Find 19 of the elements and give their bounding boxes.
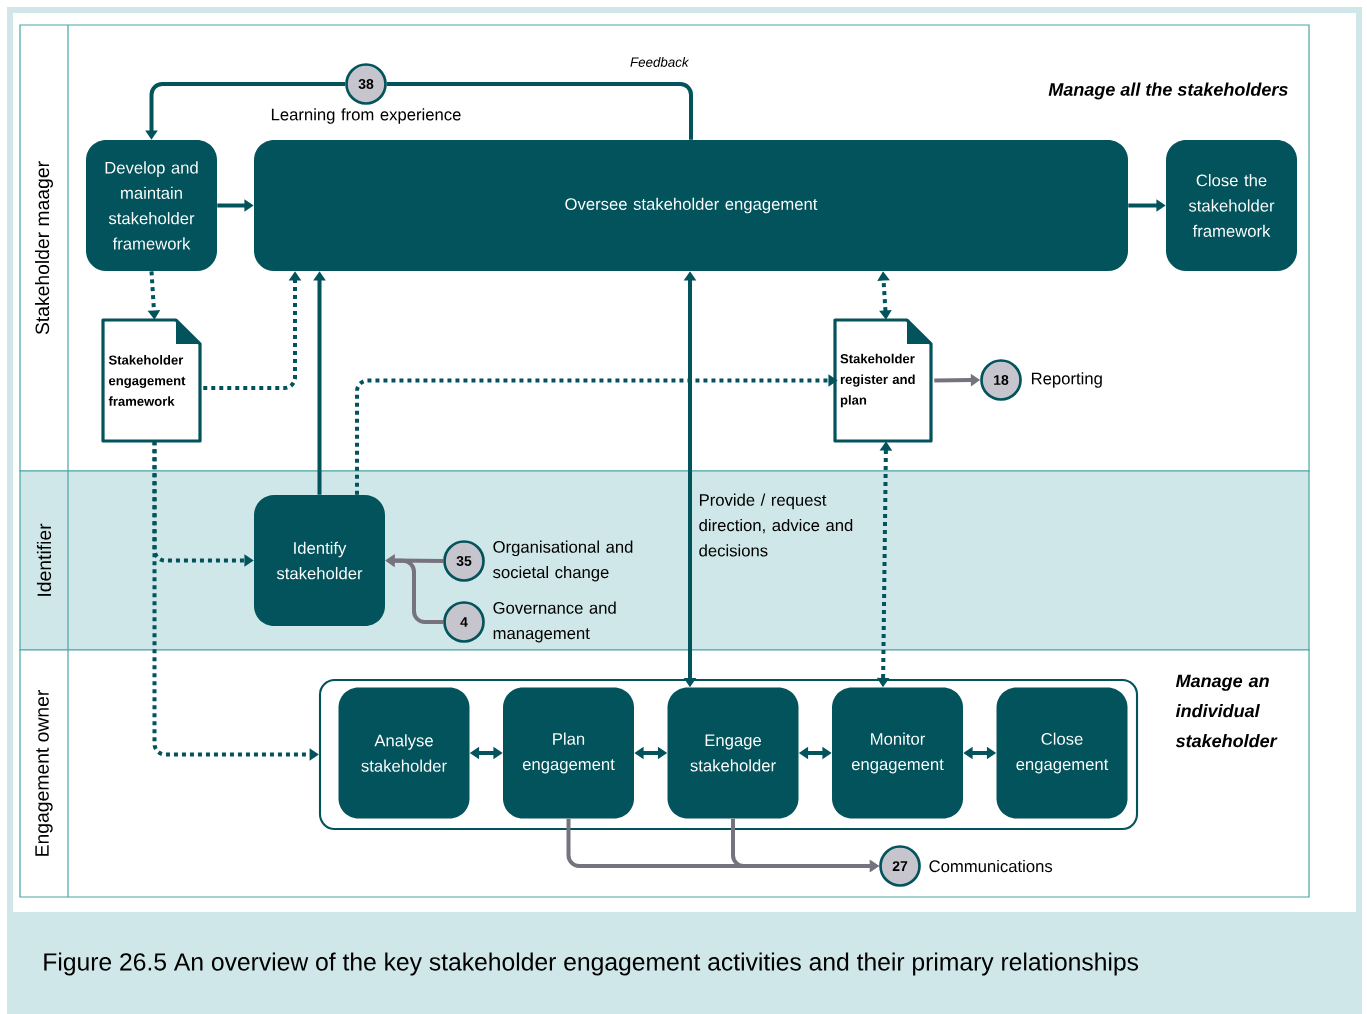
process-box: Close engagement (996, 687, 1128, 819)
beside-text: Learning from experience (271, 108, 461, 124)
heading-label: Manage all the stakeholders (1048, 82, 1288, 100)
process-box: Close the stakeholder framework (1166, 140, 1297, 271)
beside-text: Communications (929, 859, 1053, 873)
process-box: Identify stakeholder (254, 495, 385, 626)
edge-label: Feedback (630, 57, 690, 67)
process-box: Analyse stakeholder (338, 687, 470, 819)
process-box: Oversee stakeholder engagement (254, 140, 1128, 271)
caption: Figure 26.5 An overview of the key stakeholder engagement activities and their primary relationships (8, 912, 1361, 1014)
process-box: Develop and maintain stakeholder framework (86, 140, 217, 271)
edge-label: Provide / request direction, advice and decisions (699, 493, 853, 557)
process-box: Engage stakeholder (667, 687, 799, 819)
beside-text: Governance and management (493, 601, 616, 643)
process-box: Monitor engagement (832, 687, 963, 819)
process-box: Plan engagement (503, 687, 634, 819)
beside-text: Manage an individual stakeholder (1175, 674, 1278, 748)
beside-text: Organisational and societal change (493, 540, 633, 582)
beside-text: Reporting (1031, 372, 1102, 388)
